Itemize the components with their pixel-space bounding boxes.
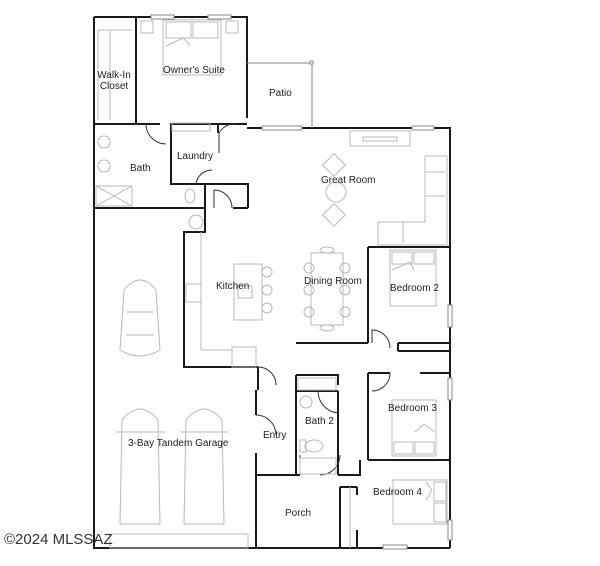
patio-outline (247, 60, 314, 128)
room-label-patio: Patio (269, 88, 292, 99)
furniture (95, 19, 448, 549)
walk-in-closet-line-2: Closet (99, 81, 129, 92)
room-label-bath-2: Bath 2 (305, 416, 334, 427)
room-label-laundry: Laundry (177, 151, 214, 162)
room-label-bedroom-4: Bedroom 4 (373, 487, 422, 498)
room-label-walk-in-closet: Walk-In Closet (96, 70, 132, 92)
room-label-kitchen: Kitchen (216, 281, 250, 292)
room-label-bath: Bath (130, 163, 151, 174)
room-label-dining-room: Dining Room (304, 276, 362, 287)
room-label-owners-suite: Owner's Suite (163, 65, 225, 76)
room-label-bedroom-3: Bedroom 3 (388, 403, 437, 414)
room-label-entry: Entry (263, 430, 287, 441)
room-label-bedroom-2: Bedroom 2 (390, 283, 439, 294)
room-label-great-room: Great Room (321, 175, 376, 186)
copyright-watermark: ©2024 MLSSAZ (4, 531, 113, 548)
room-label-garage: 3-Bay Tandem Garage (128, 438, 229, 449)
walk-in-closet-line-1: Walk-In (97, 70, 131, 81)
doors (145, 123, 391, 476)
windows (150, 14, 453, 550)
room-label-porch: Porch (285, 508, 312, 519)
